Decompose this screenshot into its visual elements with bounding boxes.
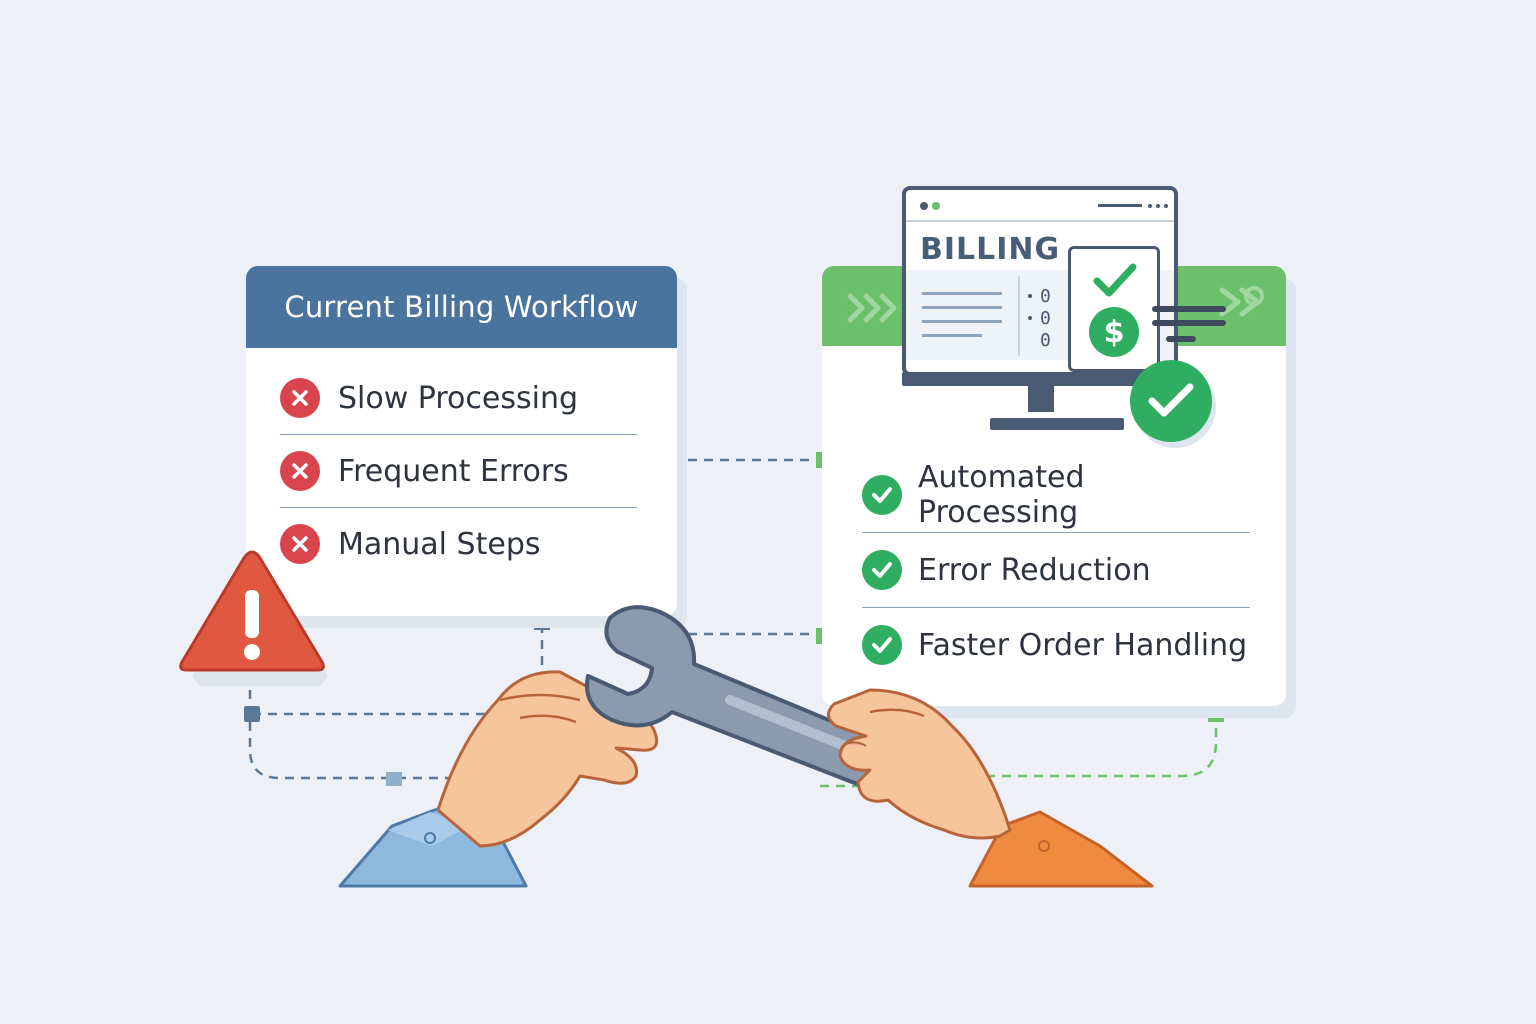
right-hand: [827, 688, 1012, 840]
list-item: Error Reduction: [862, 533, 1250, 608]
invoice-icon: $: [1068, 246, 1160, 372]
warning-triangle-icon: [179, 550, 328, 686]
monitor-icon: BILLING 0 0 0: [902, 186, 1178, 432]
problem-list: Slow Processing Frequent Errors Manual S…: [246, 348, 677, 580]
billing-title: BILLING: [920, 232, 1061, 267]
benefit-label: Faster Order Handling: [918, 627, 1248, 663]
svg-text:0: 0: [1040, 330, 1051, 351]
monitor-stand: [990, 418, 1124, 430]
check-circle-icon: [862, 475, 902, 515]
connector-node: [1208, 706, 1224, 722]
check-circle-icon: [862, 625, 902, 665]
list-item: Frequent Errors: [280, 435, 637, 508]
check-circle-icon: [862, 550, 902, 590]
list-item: Automated Processing: [862, 458, 1250, 533]
problem-label: Frequent Errors: [338, 453, 569, 489]
svg-text:0: 0: [1040, 286, 1051, 307]
list-item: Faster Order Handling: [862, 608, 1250, 682]
problem-label: Slow Processing: [338, 380, 578, 416]
wrench-icon: [585, 605, 892, 788]
current-workflow-title: Current Billing Workflow: [246, 266, 677, 348]
x-circle-icon: [280, 524, 320, 564]
browser-topbar: [906, 190, 1174, 222]
check-circle-icon: [1130, 360, 1212, 442]
check-icon: [1093, 263, 1137, 297]
connector-node: [244, 706, 260, 722]
connector-node: [534, 618, 550, 630]
connector-node: [386, 772, 402, 786]
x-circle-icon: [280, 451, 320, 491]
dollar-icon: $: [1089, 307, 1139, 357]
monitor-screen: BILLING 0 0 0: [902, 186, 1178, 376]
x-circle-icon: [280, 378, 320, 418]
problem-label: Manual Steps: [338, 526, 541, 562]
svg-text:0: 0: [1040, 308, 1051, 329]
benefit-label: Automated Processing: [918, 460, 1085, 530]
current-workflow-card: Current Billing Workflow Slow Processing…: [246, 266, 677, 616]
arrows-icon: [847, 286, 1264, 323]
speed-lines: [1152, 306, 1226, 342]
list-item: Slow Processing: [280, 362, 637, 435]
list-item: Manual Steps: [280, 508, 637, 580]
benefit-label: Error Reduction: [918, 552, 1151, 588]
benefit-list: Automated Processing Error Reduction Fas…: [822, 458, 1286, 682]
